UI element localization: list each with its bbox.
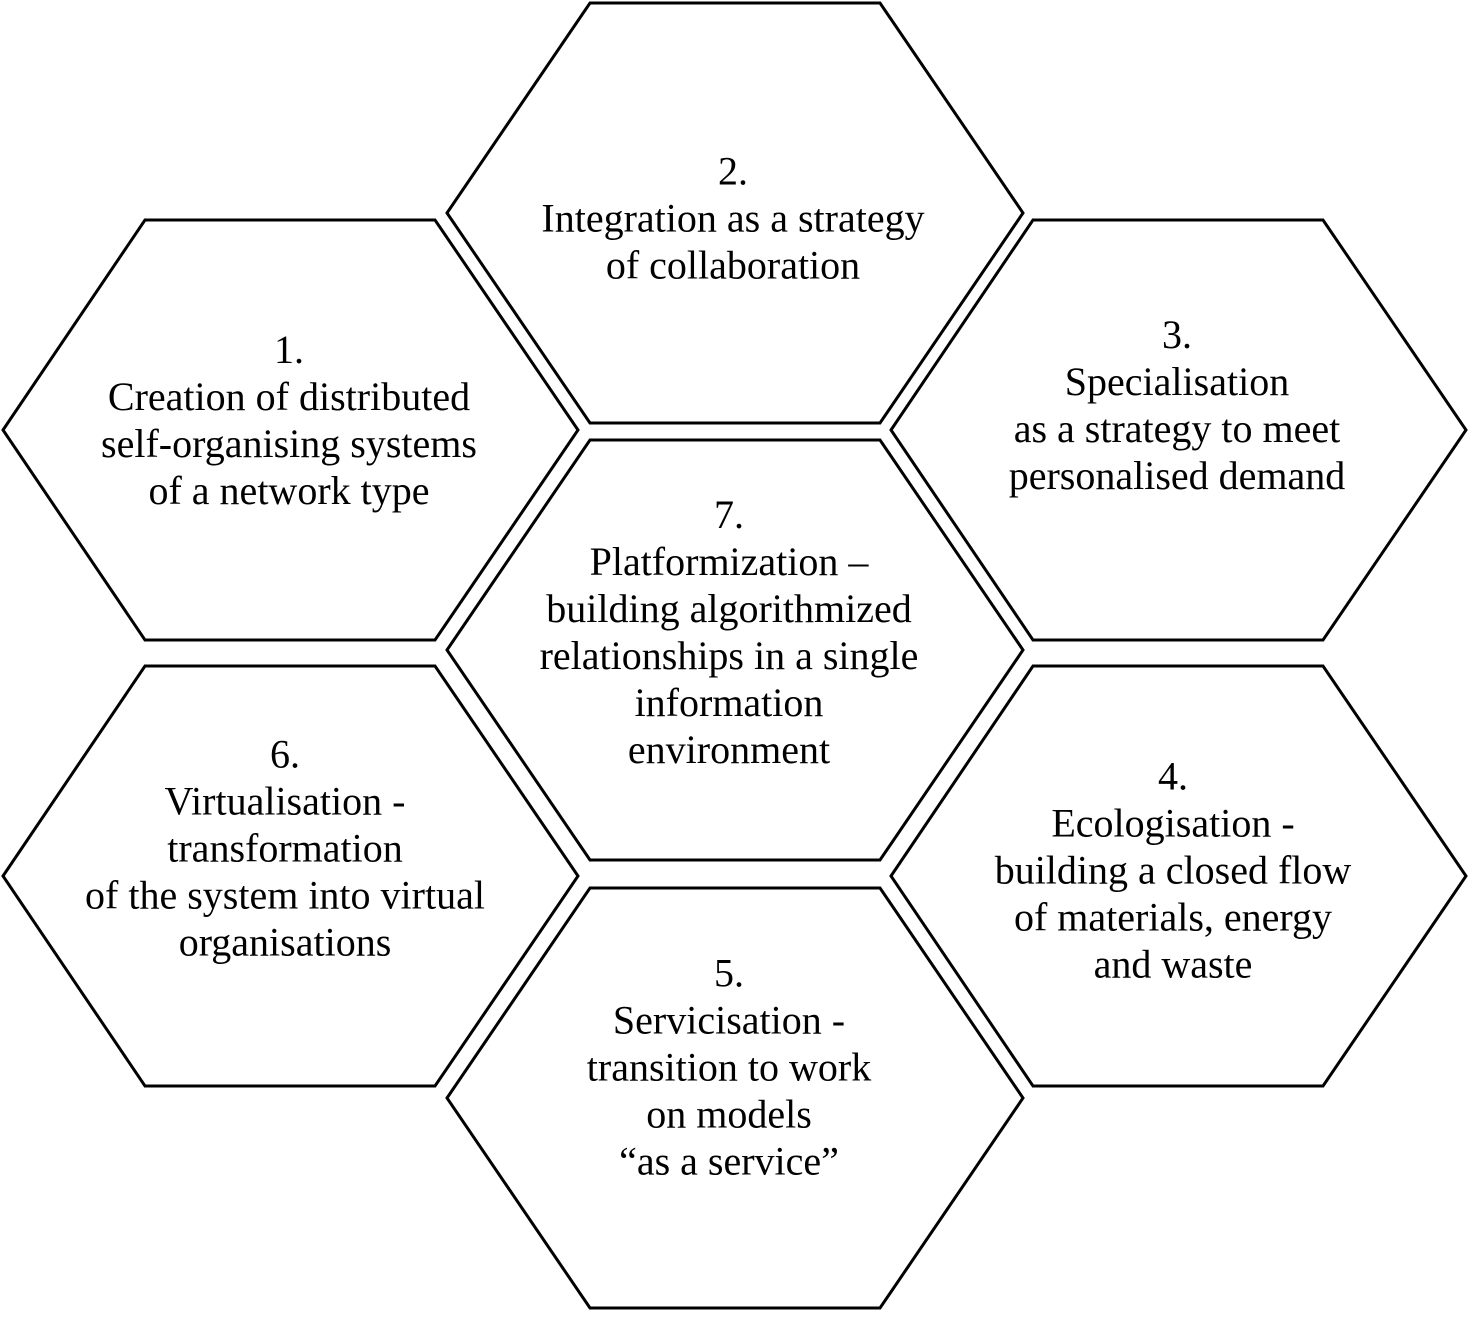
hexagon-3-number: 3. xyxy=(1162,312,1192,357)
hexagon-5-label: 5. Servicisation - transition to work on… xyxy=(489,950,969,1185)
hexagon-2-label: 2. Integration as a strategy of collabor… xyxy=(493,148,973,289)
hexagon-1-text-line: of a network type xyxy=(148,468,430,513)
hexagon-7-text-line: environment xyxy=(627,727,831,772)
hexagon-7-label: 7. Platformization – building algorithmi… xyxy=(489,491,969,773)
hexagon-4-text-line: building a closed flow xyxy=(994,847,1352,893)
hexagon-7-text-line: Platformization – xyxy=(589,539,869,584)
hexagon-4-text-line: and waste xyxy=(1093,941,1253,987)
hexagon-5-text-line: transition to work xyxy=(586,1044,872,1090)
hexagon-7-text-line: information xyxy=(634,680,824,725)
hexagon-3-shape xyxy=(889,218,1468,642)
hexagon-4-label: 4. Ecologisation - building a closed flo… xyxy=(933,753,1413,988)
hexagon-1-shape xyxy=(1,218,580,642)
hexagon-3-label: 3. Specialisation as a strategy to meet … xyxy=(937,311,1417,499)
hexagon-6-text-line: of the system into virtual xyxy=(85,872,485,918)
hexagon-1-label: 1. Creation of distributed self-organisi… xyxy=(49,326,529,514)
hexagon-6-number: 6. xyxy=(270,731,300,777)
hexagon-4-number: 4. xyxy=(1158,753,1188,799)
hexagon-3-text-line: as a strategy to meet xyxy=(1013,406,1341,451)
hexagon-3-text-line: personalised demand xyxy=(1008,453,1346,498)
hexagon-7-shape xyxy=(445,438,1025,862)
hexagon-7-text-line: building algorithmized xyxy=(546,586,912,631)
hexagon-4-shape xyxy=(889,664,1468,1088)
hexagon-5-number: 5. xyxy=(714,950,744,996)
hexagon-1-text-line: Creation of distributed xyxy=(107,374,471,419)
hexagon-4-text-line: of materials, energy xyxy=(1013,894,1333,940)
hexagon-6-text-line: organisations xyxy=(178,919,392,965)
hexagon-6-label: 6. Virtualisation - transformation of th… xyxy=(45,731,525,966)
hexagon-5-text-line: on models xyxy=(646,1091,812,1137)
hexagon-2-number: 2. xyxy=(718,148,748,194)
hexagon-5-shape xyxy=(445,886,1025,1310)
hexagon-7-number: 7. xyxy=(714,492,744,537)
hexagon-1-text-line: self-organising systems xyxy=(101,421,477,466)
hexagon-6-shape xyxy=(1,664,580,1088)
hexagon-2-text-line: Integration as a strategy xyxy=(541,195,925,241)
hexagon-1-number: 1. xyxy=(274,327,304,372)
hexagon-3-text-line: Specialisation xyxy=(1064,359,1290,404)
hexagon-6-text-line: transformation xyxy=(167,825,403,871)
hexagon-6-text-line: Virtualisation - xyxy=(164,778,406,824)
hexagon-2-shape xyxy=(445,1,1025,425)
hexagon-4-text-line: Ecologisation - xyxy=(1051,800,1295,846)
hexagon-5-text-line: “as a service” xyxy=(619,1138,839,1184)
hexagon-7-text-line: relationships in a single xyxy=(539,633,919,678)
hexagon-2-text-line: of collaboration xyxy=(605,242,861,288)
hexagon-5-text-line: Servicisation - xyxy=(612,997,846,1043)
